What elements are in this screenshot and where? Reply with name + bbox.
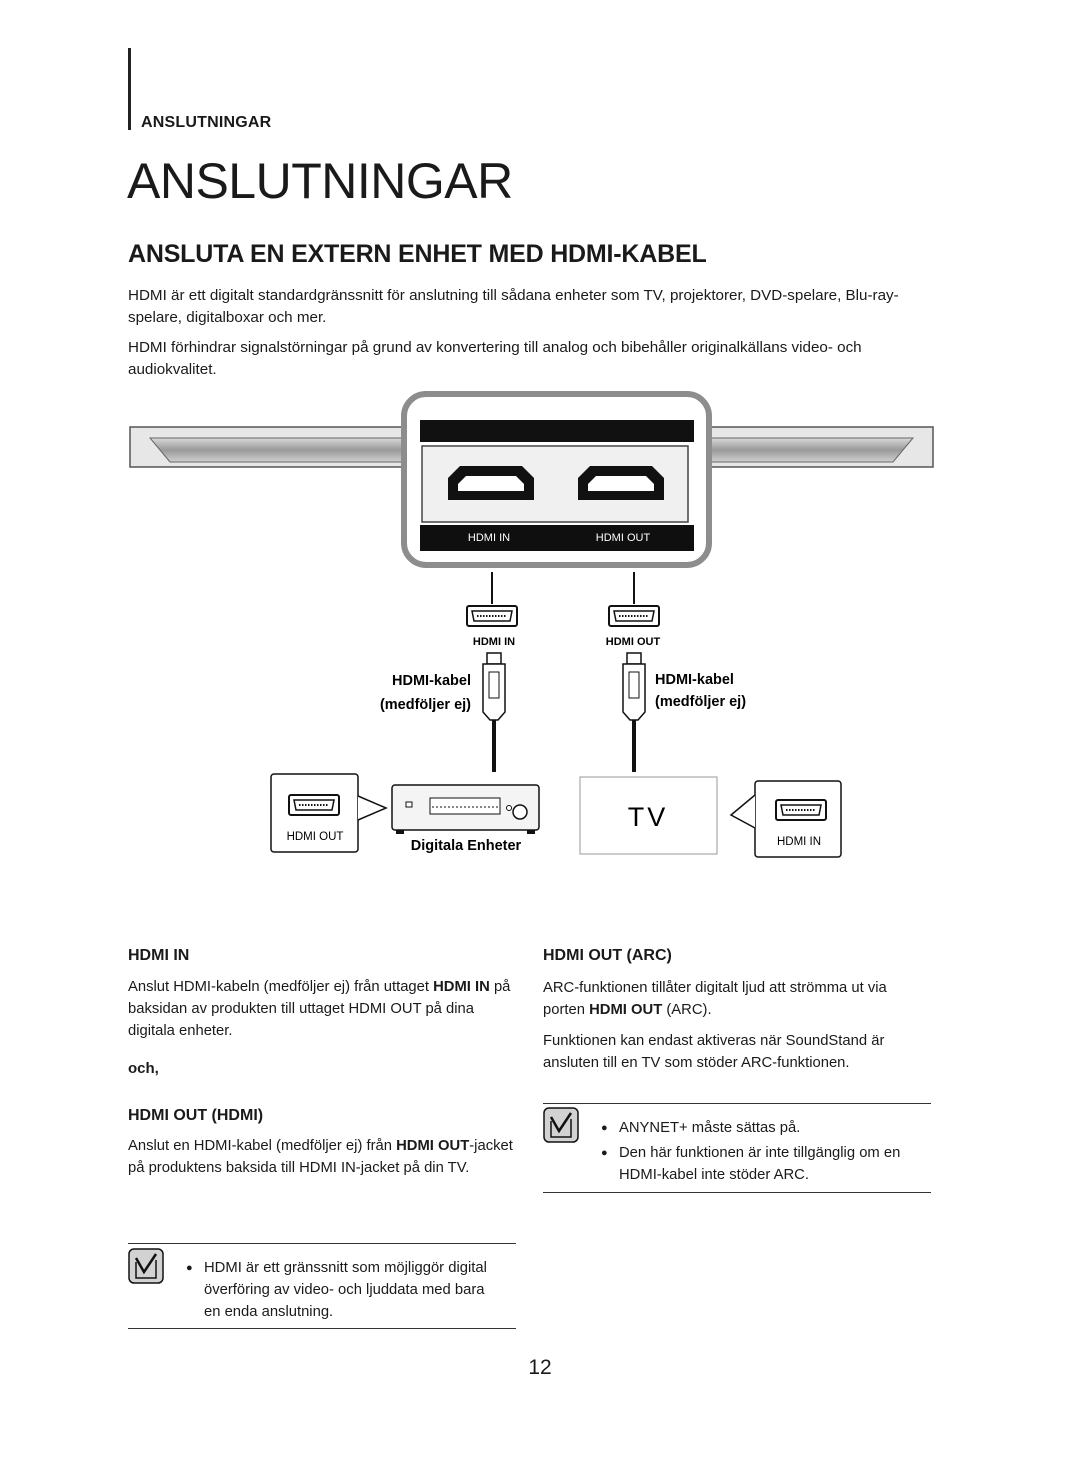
hdmi-out-arc-body: ARC-funktionen tillåter digitalt ljud at… <box>543 980 887 1018</box>
hdmi-plug-in-icon <box>466 605 518 627</box>
cable-label-right-1: HDMI-kabel <box>655 672 734 688</box>
plug-label-in: HDMI IN <box>473 636 515 648</box>
heading-hdmi-in: HDMI IN <box>128 947 190 964</box>
section-tag: ANSLUTNINGAR <box>141 114 272 131</box>
list-item: HDMI är ett gränssnitt som möjliggör dig… <box>186 1257 501 1323</box>
och-label: och, <box>128 1060 159 1077</box>
intro-paragraph-1: HDMI är ett digitalt standardgränssnitt … <box>128 287 899 326</box>
tv-label: TV <box>628 802 669 832</box>
device-label: Digitala Enheter <box>411 838 522 854</box>
connection-diagram: HDMI IN HDMI OUT HDMI IN HDMI OUT HDMI-k… <box>129 391 934 858</box>
heading-hdmi-out-hdmi: HDMI OUT (HDMI) <box>128 1107 264 1124</box>
note-list-left: HDMI är ett gränssnitt som möjliggör dig… <box>186 1257 501 1323</box>
hdmi-connector-right-icon <box>622 652 646 772</box>
left-column: HDMI IN Anslut HDMI-kabeln (medföljer ej… <box>128 947 518 1179</box>
arc-activation-body: Funktionen kan endast aktiveras när Soun… <box>543 1033 885 1071</box>
note-box-left: HDMI är ett gränssnitt som möjliggör dig… <box>128 1243 516 1329</box>
panel-port-label-in: HDMI IN <box>468 532 510 544</box>
section-subtitle: ANSLUTA EN EXTERN ENHET MED HDMI-KABEL <box>128 240 707 268</box>
tv-port-callout <box>729 780 842 858</box>
hdmi-connector-left-icon <box>482 652 506 772</box>
page-number: 12 <box>528 1356 552 1379</box>
tv-port-label: HDMI IN <box>777 836 821 848</box>
hdmi-in-port-icon <box>448 466 534 500</box>
list-item: ANYNET+ måste sättas på. <box>601 1117 921 1139</box>
note-list-right: ANYNET+ måste sättas på. Den här funktio… <box>601 1117 921 1186</box>
port-zoom-callout <box>401 391 712 568</box>
note-box-right: ANYNET+ måste sättas på. Den här funktio… <box>543 1103 931 1193</box>
intro-paragraph-2: HDMI förhindrar signalstörningar på grun… <box>128 339 862 378</box>
plug-label-out: HDMI OUT <box>606 636 661 648</box>
cable-label-left-2: (medföljer ej) <box>380 697 471 713</box>
tv-icon <box>579 776 718 855</box>
page-title: ANSLUTNINGAR <box>127 153 513 209</box>
panel-port-label-out: HDMI OUT <box>596 532 651 544</box>
note-icon <box>128 1248 164 1284</box>
hdmi-out-port-icon <box>578 466 664 500</box>
list-item: Den här funktionen är inte tillgänglig o… <box>601 1142 921 1186</box>
dvd-player-icon <box>391 784 540 834</box>
cable-label-right-2: (medföljer ej) <box>655 694 746 710</box>
device-port-callout <box>270 773 388 853</box>
hdmi-in-body: Anslut HDMI-kabeln (medföljer ej) från u… <box>128 979 511 1039</box>
hdmi-out-hdmi-body: Anslut en HDMI-kabel (medföljer ej) från… <box>128 1138 513 1176</box>
sidebar-rule <box>128 48 131 130</box>
device-port-label: HDMI OUT <box>287 831 344 843</box>
heading-hdmi-out-arc: HDMI OUT (ARC) <box>543 947 672 964</box>
hdmi-plug-out-icon <box>608 605 660 627</box>
right-column: HDMI OUT (ARC) ARC-funktionen tillåter d… <box>543 947 931 1074</box>
note-icon <box>543 1107 579 1143</box>
cable-label-left-1: HDMI-kabel <box>392 673 471 689</box>
